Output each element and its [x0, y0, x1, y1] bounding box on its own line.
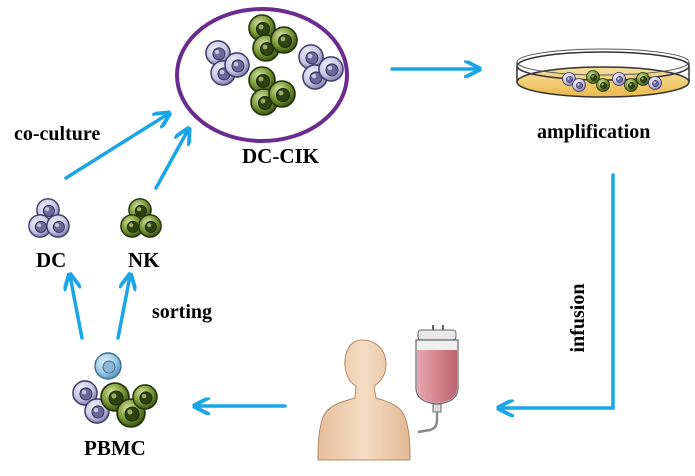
arrow-pbmc-to-nk	[116, 276, 130, 340]
infusion-label: infusion	[567, 283, 589, 353]
pbmc-cell-cluster-icon	[72, 352, 158, 428]
patient-silhouette-icon	[317, 339, 411, 461]
petri-dish-icon	[516, 48, 690, 98]
sorting-label: sorting	[152, 301, 212, 323]
pbmc-label: PBMC	[84, 436, 146, 460]
dc-cik-label: DC-CIK	[242, 144, 319, 168]
dc-cell-cluster-icon	[28, 198, 70, 238]
dc-label: DC	[36, 248, 67, 272]
nk-cell-cluster-icon	[120, 198, 162, 238]
nk-label: NK	[128, 248, 160, 272]
arrow-pbmc-to-dc	[70, 276, 84, 340]
iv-bag-icon	[415, 325, 459, 434]
arrow-amplification-to-patient	[500, 173, 615, 408]
co-culture-label: co-culture	[14, 123, 101, 145]
amplification-label: amplification	[537, 121, 651, 143]
arrow-dc-to-dccik	[64, 114, 168, 180]
arrow-nk-to-dccik	[154, 130, 188, 190]
